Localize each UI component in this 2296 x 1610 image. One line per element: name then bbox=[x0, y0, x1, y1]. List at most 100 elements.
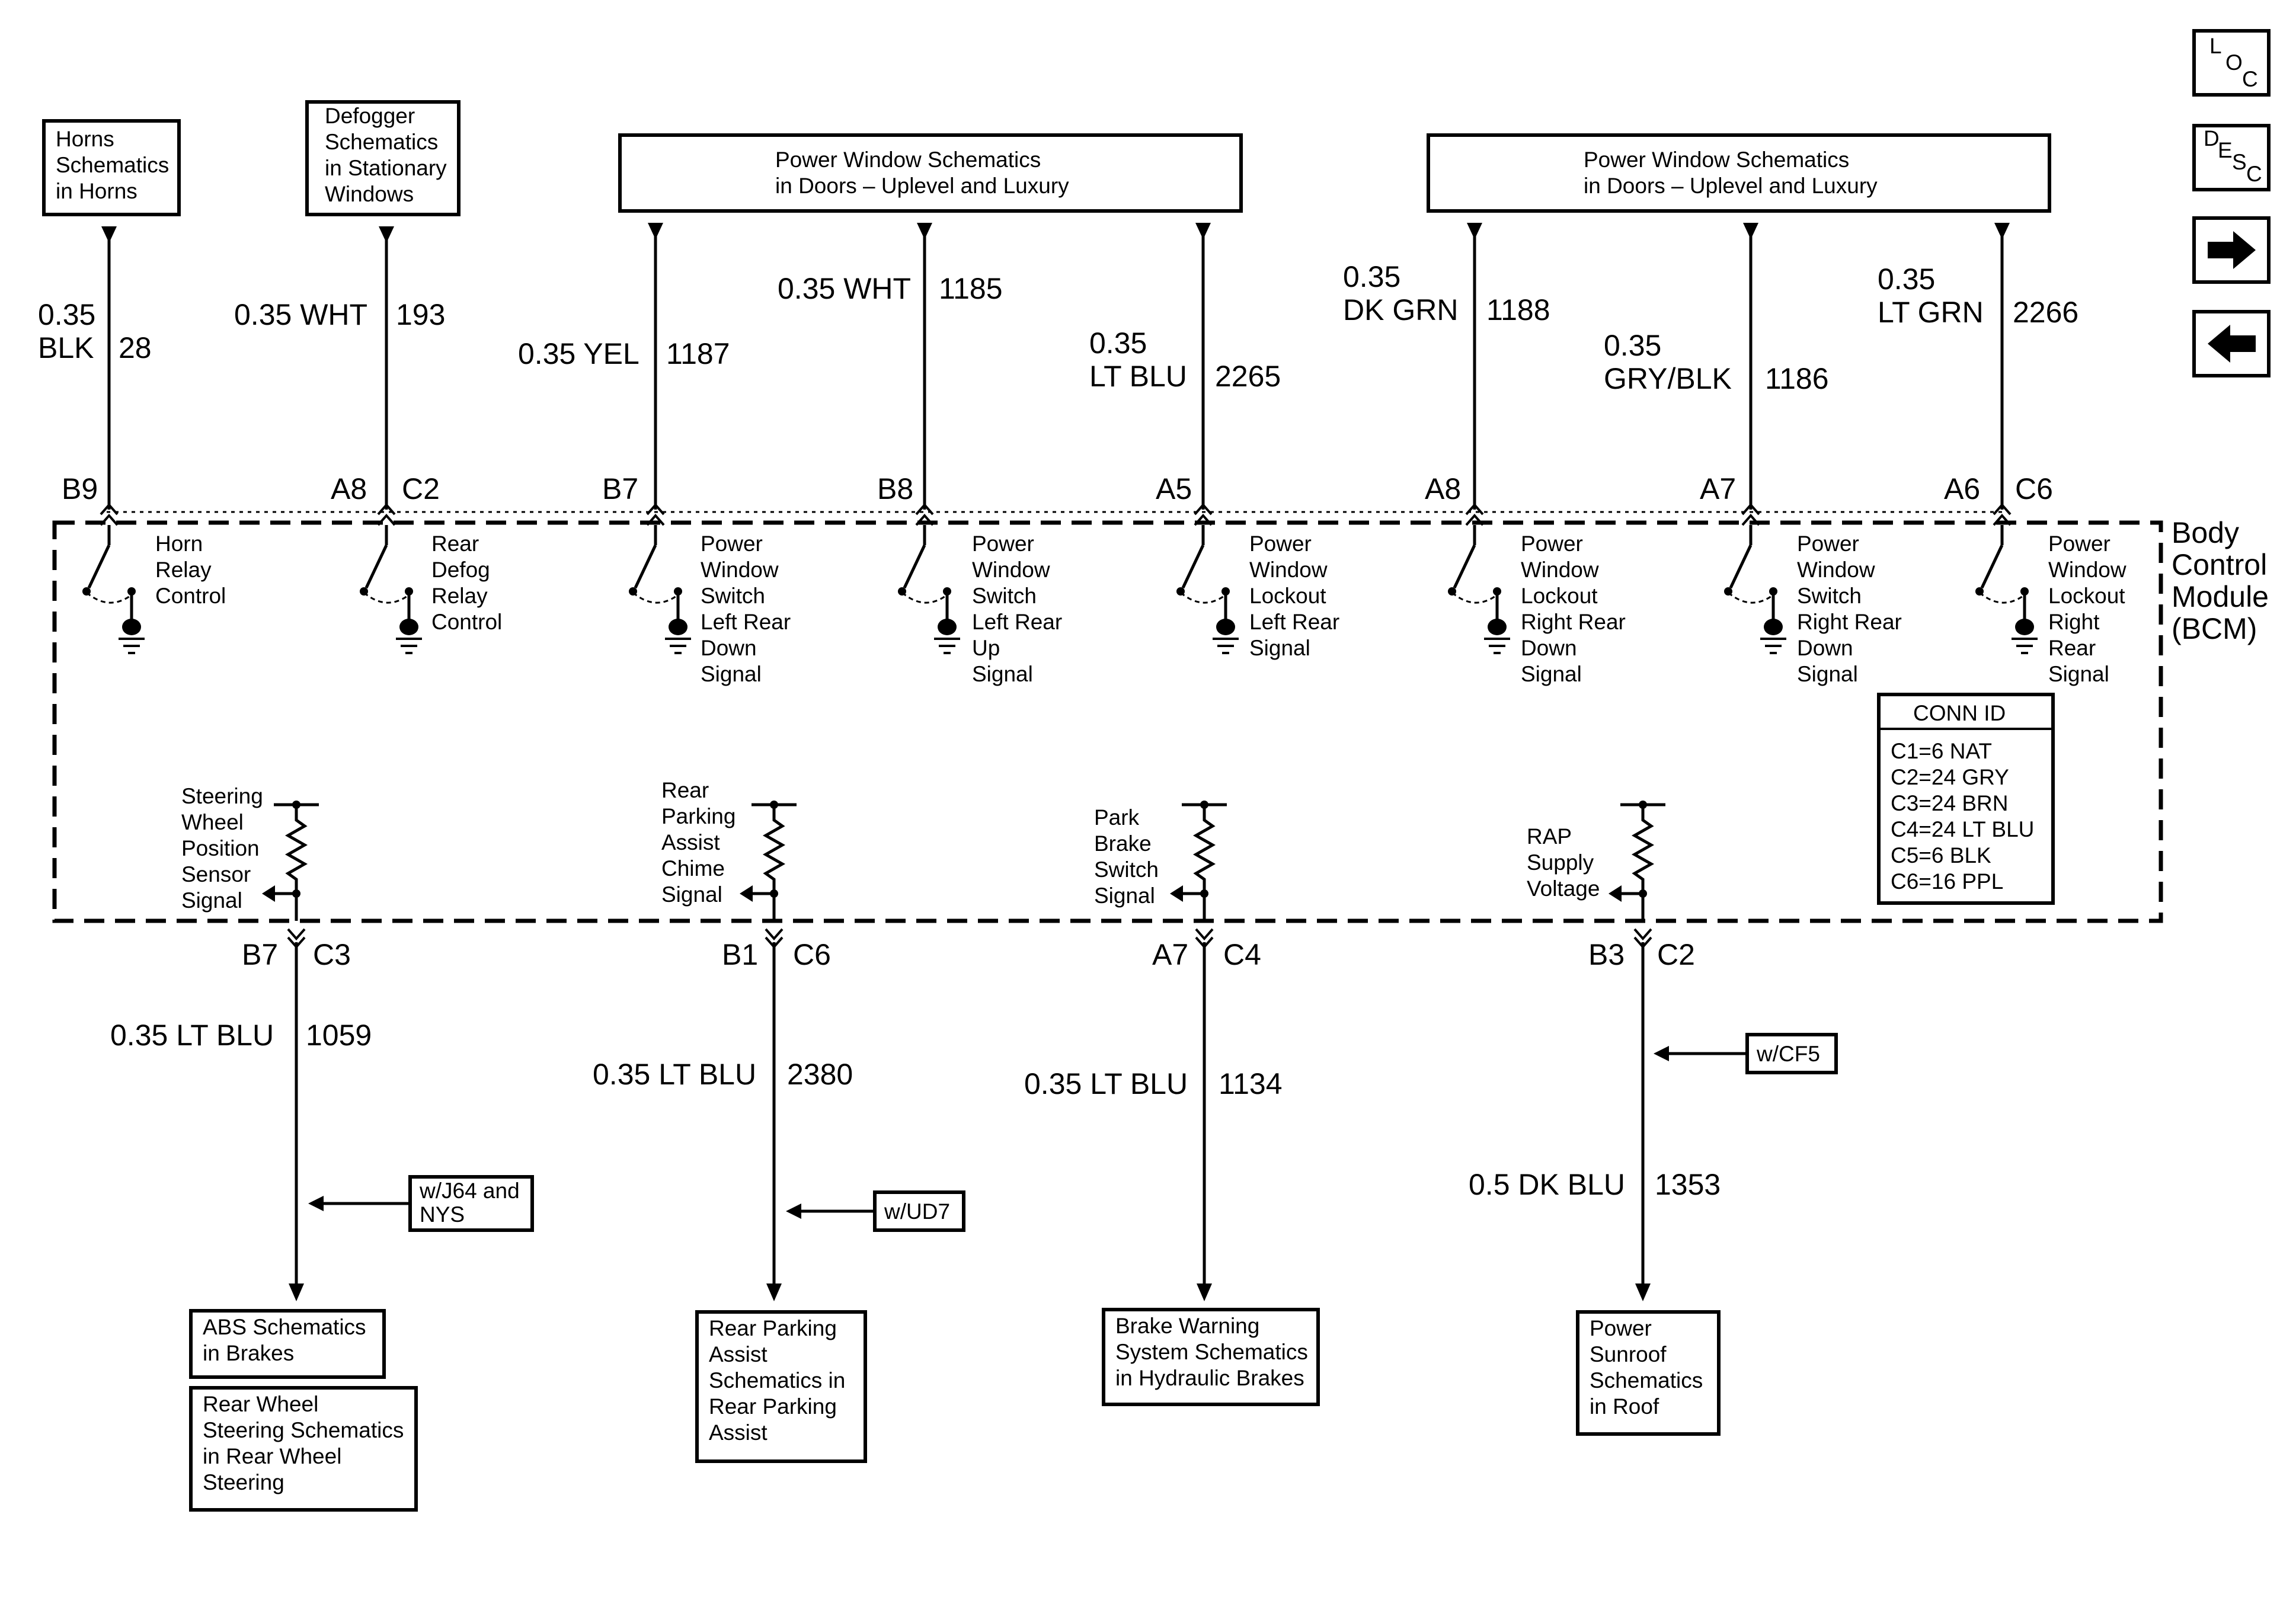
option-tag[interactable]: w/CF5 bbox=[1654, 1033, 1838, 1074]
bcm-function-label: Window bbox=[1797, 558, 1875, 582]
resistor-icon bbox=[762, 805, 786, 921]
wire-size-color-label: 0.35 bbox=[1878, 263, 1935, 296]
defogger-ref-box[interactable]: Defogger Schematics in Stationary Window… bbox=[305, 100, 461, 216]
bcm-function-label: Switch bbox=[701, 584, 765, 608]
pin-label: A8 bbox=[331, 472, 367, 505]
connector-pin-symbol bbox=[100, 502, 119, 516]
loc-letter-3: C bbox=[2242, 67, 2258, 91]
connector-pin-symbol bbox=[100, 513, 119, 526]
bcm-function-label: Power bbox=[1521, 532, 1583, 556]
pin-label: B3 bbox=[1588, 938, 1625, 971]
switch-actuator-link bbox=[1728, 591, 1774, 604]
power-window-ref-left-line-2: in Doors – Uplevel and Luxury bbox=[775, 174, 1069, 198]
switch-actuator-link bbox=[1451, 591, 1498, 604]
wire-arrowhead bbox=[648, 223, 663, 239]
wire-size-color-label: 0.35 WHT bbox=[778, 272, 911, 305]
power-window-ref-box-left[interactable]: Power Window Schematics in Doors – Uplev… bbox=[618, 133, 1243, 213]
bcm-function-label: Assist bbox=[661, 830, 720, 854]
bcm-function-label: Power bbox=[972, 532, 1034, 556]
wire-size-color-label: 0.35 LT BLU bbox=[593, 1058, 756, 1091]
resistor-icon bbox=[1631, 805, 1655, 921]
wire-size-color-label: LT GRN bbox=[1878, 296, 1984, 329]
connector-label: C4 bbox=[1223, 938, 1261, 971]
desc-button[interactable]: D E S C bbox=[2192, 124, 2271, 191]
power-window-ref-left-line-1: Power Window Schematics bbox=[775, 148, 1041, 172]
wire-size-color-label: LT BLU bbox=[1089, 360, 1187, 393]
circuit-number-label: 1188 bbox=[1486, 293, 1550, 327]
signal-arrowhead bbox=[1609, 885, 1622, 902]
conn-id-row-5: C5=6 BLK bbox=[1891, 843, 1991, 868]
pin-label: B8 bbox=[877, 472, 913, 505]
ground-icon bbox=[1764, 619, 1783, 635]
bcm-label-line-1: Body bbox=[2172, 516, 2239, 549]
bcm-boundary bbox=[52, 520, 2163, 923]
wire-size-color-label: 0.35 bbox=[1604, 329, 1661, 362]
conn-id-row-1: C1=6 NAT bbox=[1891, 739, 1992, 763]
circuit-number-label: 193 bbox=[396, 298, 445, 331]
option-pointer-head bbox=[786, 1204, 801, 1219]
circuit-number-label: 1186 bbox=[1765, 362, 1829, 395]
desc-letter-3: S bbox=[2232, 150, 2247, 174]
ground-icon bbox=[122, 619, 141, 635]
switch-blade bbox=[87, 544, 111, 589]
switch-actuator-link bbox=[901, 591, 948, 604]
bcm-function-label: Signal bbox=[1094, 884, 1155, 908]
switch-blade bbox=[1181, 544, 1205, 589]
switch-blade bbox=[1453, 544, 1476, 589]
horns-ref-box[interactable]: Horns Schematics in Horns bbox=[42, 119, 181, 216]
connector-pin-symbol bbox=[915, 513, 934, 526]
wire-arrowhead bbox=[917, 223, 932, 239]
pin-label: A5 bbox=[1156, 472, 1192, 505]
wire-arrowhead bbox=[1467, 223, 1482, 239]
bcm-label-line-2: Control bbox=[2172, 548, 2267, 581]
bcm-function-label: Left Rear bbox=[1249, 610, 1339, 634]
destination-ref-line: Brake Warning bbox=[1115, 1314, 1259, 1338]
connector-pin-symbol bbox=[646, 513, 665, 526]
bcm-function-label: Down bbox=[701, 636, 757, 660]
bcm-label: Body Control Module (BCM) bbox=[2172, 516, 2269, 645]
power-window-ref-right-line-2: in Doors – Uplevel and Luxury bbox=[1584, 174, 1878, 198]
connector-pin-symbol bbox=[1194, 502, 1213, 516]
connector-label: C3 bbox=[313, 938, 351, 971]
destination-ref-line: Power bbox=[1590, 1316, 1652, 1340]
bcm-function-label: Right Rear bbox=[1521, 610, 1626, 634]
connector-label: C2 bbox=[1657, 938, 1695, 971]
loc-button[interactable]: L O C bbox=[2192, 29, 2271, 97]
prev-page-button[interactable] bbox=[2192, 310, 2271, 377]
wire-size-color-label: GRY/BLK bbox=[1604, 362, 1732, 395]
power-window-ref-box-right[interactable]: Power Window Schematics in Doors – Uplev… bbox=[1427, 133, 2051, 213]
resistor-icon bbox=[1192, 805, 1216, 921]
bcm-function-label: Switch bbox=[1094, 857, 1159, 882]
bcm-function-label: RAP bbox=[1527, 824, 1572, 849]
destination-ref-line: Schematics in bbox=[709, 1368, 845, 1393]
conn-id-title: CONN ID bbox=[1913, 701, 2006, 725]
destination-ref-line: Rear Parking bbox=[709, 1316, 837, 1340]
destination-ref-line: ABS Schematics bbox=[203, 1315, 366, 1339]
arrow-left-icon bbox=[2208, 325, 2256, 363]
bcm-function-label: Signal bbox=[181, 888, 242, 913]
signal-arrowhead bbox=[1170, 885, 1183, 902]
bcm-function-label: Voltage bbox=[1527, 876, 1600, 901]
resistor-icon bbox=[284, 805, 308, 921]
wire-arrowhead bbox=[289, 1283, 304, 1301]
bcm-function-label: Signal bbox=[2048, 662, 2109, 686]
defogger-ref-line-1: Defogger bbox=[325, 104, 415, 128]
option-tag[interactable]: w/UD7 bbox=[786, 1190, 965, 1232]
switch-blade bbox=[634, 544, 657, 589]
circuit-number-label: 28 bbox=[119, 331, 152, 364]
pin-label: A8 bbox=[1425, 472, 1461, 505]
horns-ref-line-1: Horns bbox=[56, 127, 114, 151]
next-page-button[interactable] bbox=[2192, 216, 2271, 284]
